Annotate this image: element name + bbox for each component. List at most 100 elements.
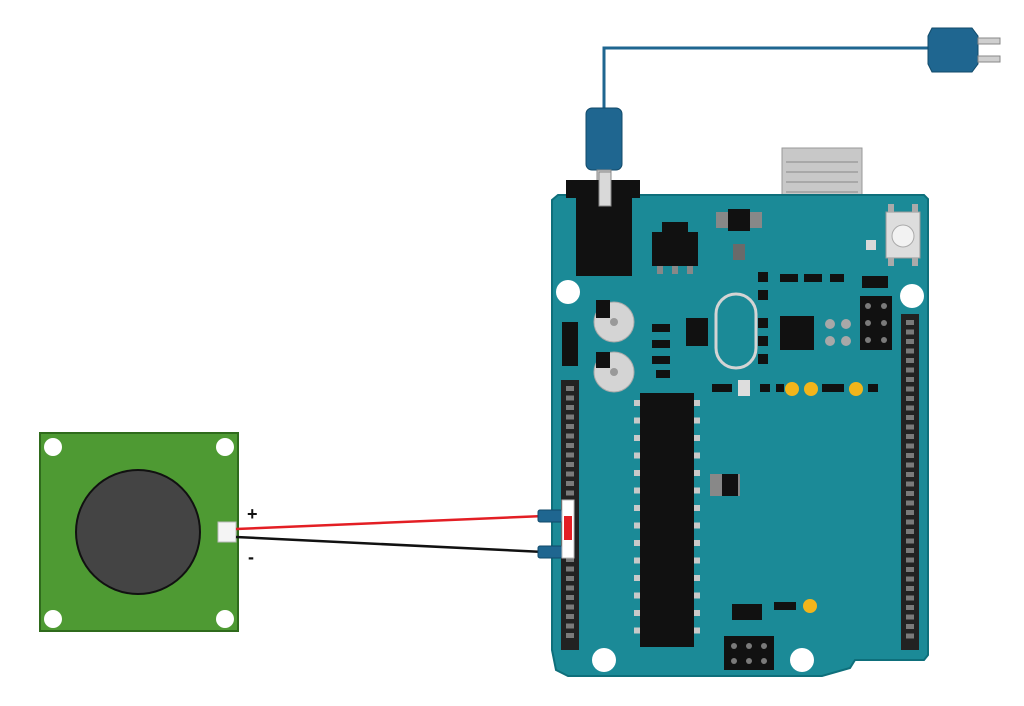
chip-pin: [694, 575, 700, 581]
header-pin: [906, 529, 914, 534]
header-pin: [906, 453, 914, 458]
header-pin: [566, 424, 574, 429]
icsp-pins: [731, 643, 767, 664]
header-pin: [906, 405, 914, 411]
buzzer-module: + -: [39, 432, 258, 632]
smd-component: [732, 604, 762, 620]
led-indicator: [803, 599, 817, 613]
wires: [235, 499, 575, 559]
mounting-hole: [900, 284, 924, 308]
wire-pin-connector: [537, 545, 563, 559]
header-pin: [906, 519, 914, 525]
header-pin: [566, 443, 574, 448]
module-connector: [217, 521, 237, 543]
header-pin: [906, 367, 914, 373]
smd-component: [722, 474, 738, 496]
header-pin: [906, 386, 914, 392]
mounting-hole: [592, 648, 616, 672]
regulator-tab: [662, 222, 688, 232]
header-pin: [906, 348, 914, 354]
smd-resistor: [652, 340, 670, 348]
chip-pin: [634, 557, 640, 564]
header-pin: [566, 585, 574, 591]
chip-pin: [694, 487, 700, 494]
header-pin: [906, 377, 914, 382]
small-component: [733, 244, 745, 260]
header-pin: [566, 386, 574, 391]
chip-pin: [634, 435, 640, 441]
small-ic: [686, 318, 708, 346]
header-pin: [906, 548, 914, 553]
smd-resistor: [652, 356, 670, 364]
header-pin: [906, 424, 914, 430]
header-pin: [906, 462, 914, 468]
mounting-holes: [556, 280, 924, 672]
usb-controller-chip: [780, 316, 814, 350]
crystal-oscillator: [714, 292, 758, 370]
header-pin: [906, 434, 914, 439]
header-pin: [906, 415, 914, 420]
chip-pin: [694, 627, 700, 634]
header-pin: [906, 586, 914, 591]
icsp-header-top: [860, 296, 892, 350]
voltage-regulator: [652, 232, 698, 266]
header-pin: [906, 538, 914, 544]
capacitor-center: [610, 318, 618, 326]
chip-pin: [634, 487, 640, 494]
header-pin: [906, 567, 914, 572]
smd-components: [758, 272, 888, 364]
header-pin: [906, 491, 914, 496]
led-indicator: [785, 382, 799, 396]
small-component: [866, 240, 876, 250]
header-pin: [906, 500, 914, 506]
chip-pin: [634, 417, 640, 424]
chip-pin: [694, 557, 700, 564]
jumper-highlight: [564, 516, 572, 540]
chip-pin: [694, 417, 700, 424]
diode-body: [728, 209, 750, 231]
header-pin: [566, 471, 574, 477]
smd-resistor: [656, 370, 670, 378]
wall-plug-prong-top: [977, 37, 1001, 45]
header-pin: [906, 595, 914, 601]
icsp-header-bottom: [724, 636, 774, 670]
led-indicator: [849, 382, 863, 396]
header-pin: [566, 604, 574, 610]
header-pin: [566, 452, 574, 458]
mounting-hole: [216, 438, 234, 456]
reset-button-legs: [888, 204, 918, 266]
chip-pin: [694, 470, 700, 476]
chip-pin: [634, 627, 640, 634]
barrel-plug: [585, 107, 623, 171]
chip-pin: [634, 400, 640, 406]
chip-pin: [694, 592, 700, 599]
header-pin: [906, 624, 914, 629]
chip-pin: [634, 522, 640, 529]
chip-pin: [634, 452, 640, 459]
header-pin: [566, 623, 574, 629]
capacitor-base: [596, 300, 610, 318]
chip-pin: [694, 400, 700, 406]
chip-pin: [694, 452, 700, 459]
header-pin: [906, 605, 914, 610]
chip-pin: [694, 435, 700, 441]
header-pin: [906, 614, 914, 620]
wall-plug: [927, 27, 979, 73]
wall-plug-prong-bottom: [977, 55, 1001, 63]
header-pin: [906, 329, 914, 335]
header-pin: [906, 481, 914, 487]
mounting-hole: [44, 438, 62, 456]
header-pin: [566, 614, 574, 619]
chip-pin: [694, 505, 700, 511]
header-pin: [906, 557, 914, 563]
capacitor-center: [610, 368, 618, 376]
power-jack-pin: [598, 171, 612, 207]
negative-pin-label: -: [248, 547, 254, 567]
chip-pin: [694, 522, 700, 529]
chip-pin: [634, 470, 640, 476]
chip-pin: [694, 540, 700, 546]
wire-pin-connector: [537, 509, 563, 523]
header-pin: [566, 414, 574, 420]
header-pin: [566, 633, 574, 638]
